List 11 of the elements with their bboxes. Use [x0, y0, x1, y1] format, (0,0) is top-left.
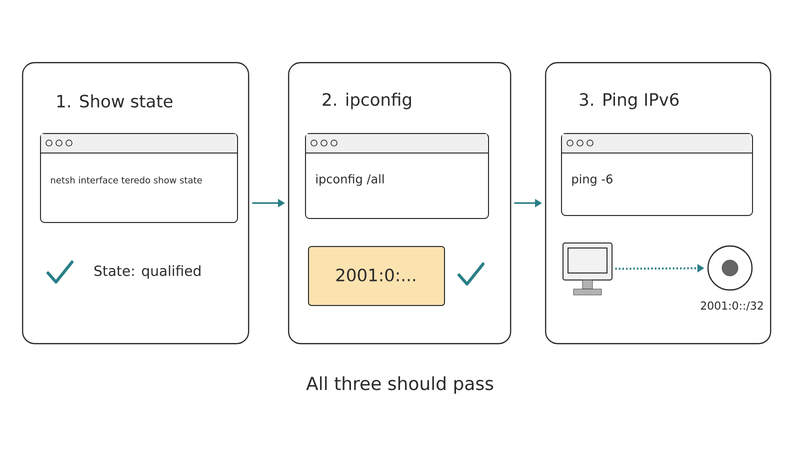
address-label: 2001:0::/32	[700, 301, 763, 311]
status-text: State: qualified	[94, 265, 200, 279]
result-box: 2001:0:...	[308, 246, 445, 306]
command-text: netsh interface teredo show state	[51, 176, 202, 184]
computer-icon	[562, 242, 612, 296]
step-title: 2. ipconfig	[322, 92, 411, 110]
caption: All three should pass	[306, 376, 494, 394]
command-text: ping -6	[572, 174, 612, 186]
command-text: ipconfig /all	[316, 174, 384, 186]
step-title: 3. Ping IPv6	[580, 92, 679, 110]
step-title: 1. Show state	[57, 94, 172, 108]
